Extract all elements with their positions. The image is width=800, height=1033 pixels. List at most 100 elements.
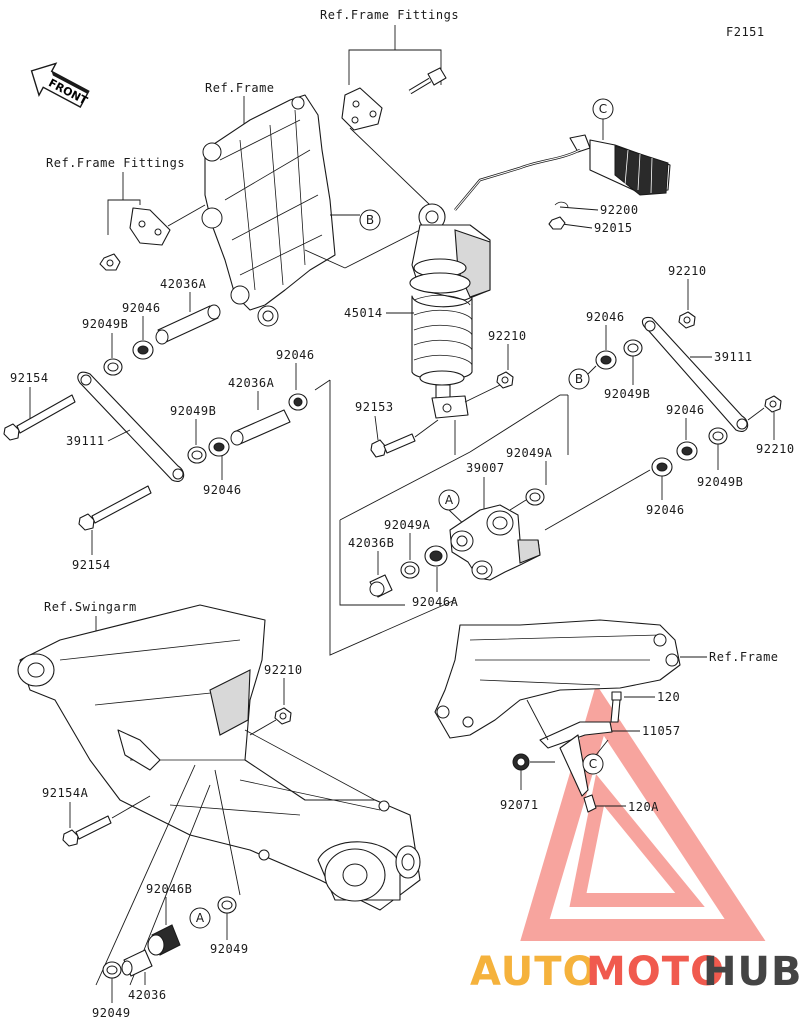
watermark-hub: HUB bbox=[703, 949, 800, 995]
label-92154-2: 92154 bbox=[72, 558, 111, 572]
label-92049B-r2: 92049B bbox=[697, 475, 743, 489]
label-92049B-l2: 92049B bbox=[170, 404, 216, 418]
callout-B-right: B bbox=[568, 368, 590, 390]
label-120A: 120A bbox=[628, 800, 659, 814]
label-92046-l1: 92046 bbox=[122, 301, 161, 315]
label-39111-left: 39111 bbox=[66, 434, 105, 448]
label-45014: 45014 bbox=[344, 306, 383, 320]
label-92046B: 92046B bbox=[146, 882, 192, 896]
bearing-92046-r3 bbox=[651, 457, 673, 477]
frame-fitting-plate-left bbox=[129, 207, 171, 246]
bearing-92046-l3 bbox=[208, 437, 230, 457]
diagram-code: F2151 bbox=[726, 25, 765, 39]
label-92046-r3: 92046 bbox=[646, 503, 685, 517]
bolt-92154-2 bbox=[78, 485, 152, 531]
front-arrow-icon: FRONT bbox=[30, 62, 90, 108]
label-92015: 92015 bbox=[594, 221, 633, 235]
label-92046-r2: 92046 bbox=[666, 403, 705, 417]
label-42036A-2: 42036A bbox=[228, 376, 275, 390]
callout-C-label: C bbox=[599, 102, 607, 116]
label-92071: 92071 bbox=[500, 798, 539, 812]
bolt-120 bbox=[610, 691, 622, 723]
seal-92049B-r1 bbox=[623, 339, 643, 357]
label-92046-l2: 92046 bbox=[276, 348, 315, 362]
label-92154A: 92154A bbox=[42, 786, 89, 800]
label-92046A: 92046A bbox=[412, 595, 459, 609]
callout-A-bottom-label: A bbox=[196, 911, 205, 925]
seal-92049B-l1 bbox=[103, 358, 123, 376]
swingarm bbox=[17, 604, 421, 911]
bearing-92046-l1 bbox=[132, 340, 154, 360]
bearing-92046-r1 bbox=[595, 350, 617, 370]
callout-C-bottom-label: C bbox=[589, 757, 597, 771]
rear-shock-45014 bbox=[409, 203, 491, 419]
label-92049-1: 92049 bbox=[210, 942, 249, 956]
sleeve-42036 bbox=[121, 949, 153, 977]
seal-92049-2 bbox=[102, 961, 122, 979]
label-92049B-l1: 92049B bbox=[82, 317, 128, 331]
label-39007: 39007 bbox=[466, 461, 505, 475]
callout-C-bottom: C bbox=[582, 753, 604, 775]
callout-B-top: B bbox=[359, 209, 381, 231]
frame-casting-right bbox=[434, 619, 681, 739]
label-42036B: 42036B bbox=[348, 536, 394, 550]
label-92210-tr: 92210 bbox=[668, 264, 707, 278]
label-92049A-1: 92049A bbox=[506, 446, 553, 460]
label-92153: 92153 bbox=[355, 400, 394, 414]
bearing-92046-l2 bbox=[288, 393, 308, 411]
seal-92049A-2 bbox=[400, 561, 420, 579]
rocker-arm-39007 bbox=[449, 504, 541, 581]
sleeve-42036B bbox=[369, 574, 393, 598]
watermark-moto: MOTO bbox=[586, 949, 725, 995]
ref-swingarm: Ref.Swingarm bbox=[44, 600, 137, 614]
shock-reservoir bbox=[454, 134, 671, 211]
bearing-92046A bbox=[424, 545, 448, 567]
label-39111-right: 39111 bbox=[714, 350, 753, 364]
nut-92015 bbox=[548, 216, 566, 230]
seal-92049B-r2 bbox=[708, 427, 728, 445]
callout-A-bottom: A bbox=[189, 907, 211, 929]
callout-B-label: B bbox=[366, 213, 374, 227]
watermark-logo: AUTO MOTO HUB bbox=[470, 684, 800, 995]
frame-fitting-bolt-top bbox=[408, 67, 447, 95]
bolt-92153 bbox=[370, 433, 416, 458]
label-92046-r1: 92046 bbox=[586, 310, 625, 324]
bracket-11057 bbox=[539, 721, 613, 797]
bolt-120A bbox=[583, 794, 597, 813]
tie-rod-39111-right bbox=[641, 316, 749, 432]
sleeve-42036A-1 bbox=[155, 304, 221, 345]
label-92049A-2: 92049A bbox=[384, 518, 431, 532]
callout-A-mid-label: A bbox=[445, 493, 454, 507]
label-120: 120 bbox=[657, 690, 680, 704]
label-92210-r: 92210 bbox=[756, 442, 795, 456]
nut-92210-tr bbox=[678, 311, 696, 329]
label-92049-2: 92049 bbox=[92, 1006, 131, 1020]
callout-C-top: C bbox=[592, 98, 614, 120]
tie-rod-39111-left bbox=[77, 371, 185, 482]
watermark-auto: AUTO bbox=[470, 949, 598, 995]
frame-casting-top bbox=[201, 94, 336, 327]
label-92049B-r1: 92049B bbox=[604, 387, 650, 401]
ref-frame-right: Ref.Frame bbox=[709, 650, 779, 664]
ref-frame-top: Ref.Frame bbox=[205, 81, 275, 95]
bolt-92154-1 bbox=[3, 394, 76, 441]
label-92210-mid: 92210 bbox=[488, 329, 527, 343]
frame-fitting-nut-left bbox=[99, 253, 121, 271]
circlip-92200 bbox=[554, 201, 569, 209]
label-92210-sw: 92210 bbox=[264, 663, 303, 677]
bearing-92046-r2 bbox=[676, 441, 698, 461]
label-92046-l3: 92046 bbox=[203, 483, 242, 497]
nut-92210-mid bbox=[496, 371, 514, 389]
seal-92049B-l2 bbox=[187, 446, 207, 464]
ref-frame-fittings-left: Ref.Frame Fittings bbox=[46, 156, 185, 170]
ref-frame-fittings-top: Ref.Frame Fittings bbox=[320, 8, 459, 22]
seal-92049A-1 bbox=[525, 488, 545, 506]
collar-92071 bbox=[512, 753, 530, 771]
callout-A-mid: A bbox=[438, 489, 460, 511]
frame-fitting-plate-top bbox=[341, 87, 383, 131]
bolt-92154A bbox=[62, 815, 112, 847]
label-92154-1: 92154 bbox=[10, 371, 49, 385]
label-92200: 92200 bbox=[600, 203, 639, 217]
nut-92210-r bbox=[764, 395, 782, 413]
